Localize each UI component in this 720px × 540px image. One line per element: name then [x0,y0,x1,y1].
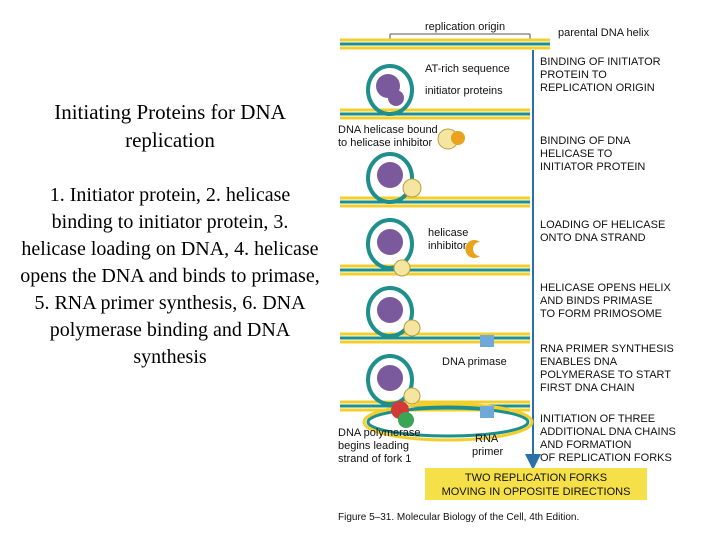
svg-text:HELICASE OPENS HELIX: HELICASE OPENS HELIX [540,282,671,294]
step-2-text: BINDING OF DNA HELICASE TO INITIATOR PRO… [540,135,645,173]
figure-caption: Figure 5–31. Molecular Biology of the Ce… [338,512,579,523]
svg-text:LOADING OF HELICASE: LOADING OF HELICASE [540,219,665,231]
svg-text:INITIATOR PROTEIN: INITIATOR PROTEIN [540,161,645,173]
svg-text:BINDING OF DNA: BINDING OF DNA [540,135,631,147]
helicase-bound-label-1: DNA helicase bound [338,124,438,136]
dna-polymerase-label-2: begins leading [338,440,409,452]
step-1-diagram [340,64,530,120]
svg-text:ONTO DNA STRAND: ONTO DNA STRAND [540,232,646,244]
step-4-diagram [340,286,530,344]
replication-origin-label: replication origin [425,21,505,33]
parental-dna-helix-label: parental DNA helix [558,27,650,39]
slide-body-text: 1. Initiator protein, 2. helicase bindin… [20,184,320,368]
step-4-text: HELICASE OPENS HELIX AND BINDS PRIMASE T… [540,282,671,320]
two-forks-line1: TWO REPLICATION FORKS [465,472,607,484]
svg-text:TO FORM PRIMOSOME: TO FORM PRIMOSOME [540,308,662,320]
svg-text:PROTEIN TO: PROTEIN TO [540,69,607,81]
step-5-text: RNA PRIMER SYNTHESIS ENABLES DNA POLYMER… [540,343,674,394]
svg-text:HELICASE TO: HELICASE TO [540,148,613,160]
svg-text:FIRST DNA CHAIN: FIRST DNA CHAIN [540,382,635,394]
step-5-diagram [340,335,530,412]
slide-title: Initiating Proteins for DNA replication [54,100,286,152]
svg-text:ENABLES DNA: ENABLES DNA [540,356,618,368]
svg-text:ADDITIONAL DNA CHAINS: ADDITIONAL DNA CHAINS [540,426,676,438]
two-forks-box [425,468,647,500]
svg-text:AND BINDS PRIMASE: AND BINDS PRIMASE [540,295,652,307]
dna-polymerase-label-1: DNA polymerase [338,427,421,439]
rna-primer-label-2: primer [472,446,504,458]
replication-diagram: replication origin parental DNA helix AT… [338,21,676,523]
rna-primer-label-1: RNA [475,433,499,445]
helicase-bound-label-2: to helicase inhibitor [338,137,433,149]
step-2-diagram [340,128,530,208]
parental-dna [340,38,550,50]
svg-text:AND FORMATION: AND FORMATION [540,439,632,451]
dna-polymerase-label-3: strand of fork 1 [338,453,411,465]
svg-text:BINDING OF INITIATOR: BINDING OF INITIATOR [540,56,661,68]
svg-text:REPLICATION ORIGIN: REPLICATION ORIGIN [540,82,655,94]
step-6-diagram [362,401,534,442]
step-6-text: INITIATION OF THREE ADDITIONAL DNA CHAIN… [540,413,676,464]
step-3-text: LOADING OF HELICASE ONTO DNA STRAND [540,219,665,244]
svg-text:INITIATION OF THREE: INITIATION OF THREE [540,413,655,425]
svg-text:POLYMERASE TO START: POLYMERASE TO START [540,369,671,381]
dna-primase-label: DNA primase [442,356,507,368]
step-3-diagram [340,218,530,277]
initiator-proteins-label: initiator proteins [425,85,503,97]
svg-text:RNA PRIMER SYNTHESIS: RNA PRIMER SYNTHESIS [540,343,674,355]
svg-text:OF REPLICATION FORKS: OF REPLICATION FORKS [540,452,672,464]
helicase-inhibitor-label-1: helicase [428,227,468,239]
two-forks-line2: MOVING IN OPPOSITE DIRECTIONS [442,486,631,498]
step-1-text: BINDING OF INITIATOR PROTEIN TO REPLICAT… [540,56,661,94]
replication-figure: replication origin parental DNA helix AT… [330,10,720,535]
helicase-inhibitor-label-2: inhibitor [428,240,467,252]
at-rich-sequence-label: AT-rich sequence [425,63,510,75]
